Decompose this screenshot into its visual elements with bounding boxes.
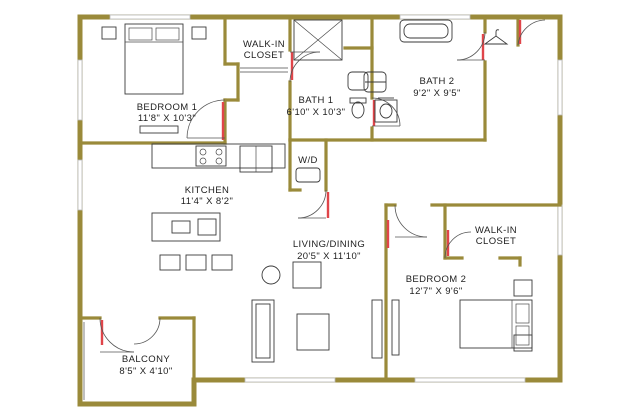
room-labels: BEDROOM 1 11'8" X 10'3" WALK-IN CLOSET B… [119, 39, 517, 377]
bath2-fixtures [374, 19, 453, 123]
bath2-label: BATH 2 [420, 76, 455, 87]
hanger-icon [483, 29, 509, 45]
bedroom2-furniture [459, 279, 533, 352]
balcony-label: BALCONY [122, 354, 170, 365]
kitchen-dims: 11'4" X 8'2" [181, 196, 234, 207]
living-furniture [251, 261, 400, 363]
washer-dryer [295, 167, 321, 183]
bedroom2-dims: 12'7" X 9'6" [409, 286, 462, 297]
interior-walls [78, 15, 562, 382]
bedroom1-furniture [101, 23, 207, 134]
walkin1-label-line1: WALK-IN [243, 39, 285, 50]
kitchen-label: KITCHEN [185, 185, 230, 196]
walkin2-label-line1: WALK-IN [475, 225, 517, 236]
bath2-dims: 9'2" X 9'5" [413, 88, 461, 99]
bath1-dims: 6'10" X 10'3" [287, 107, 346, 118]
bedroom1-dims: 11'8" X 10'3" [138, 113, 196, 124]
wd-label: W/D [298, 155, 318, 166]
bedroom2-label: BEDROOM 2 [406, 274, 467, 285]
bath1-fixtures [293, 19, 387, 119]
door-swings [99, 19, 546, 353]
walkin2-label-line2: CLOSET [476, 236, 516, 247]
bath1-label: BATH 1 [299, 95, 334, 106]
living-label: LIVING/DINING [293, 239, 365, 250]
walkin1-label-line2: CLOSET [244, 50, 284, 61]
balcony-dims: 8'5" X 4'10" [119, 366, 172, 377]
closet1-shelf [240, 67, 288, 73]
living-dims: 20'5" X 11'10" [297, 251, 361, 262]
bedroom1-label: BEDROOM 1 [137, 102, 198, 113]
door-jambs [100, 20, 522, 345]
kitchen-fixtures [151, 143, 286, 271]
exterior-walls [77, 14, 563, 407]
windows [77, 14, 563, 383]
